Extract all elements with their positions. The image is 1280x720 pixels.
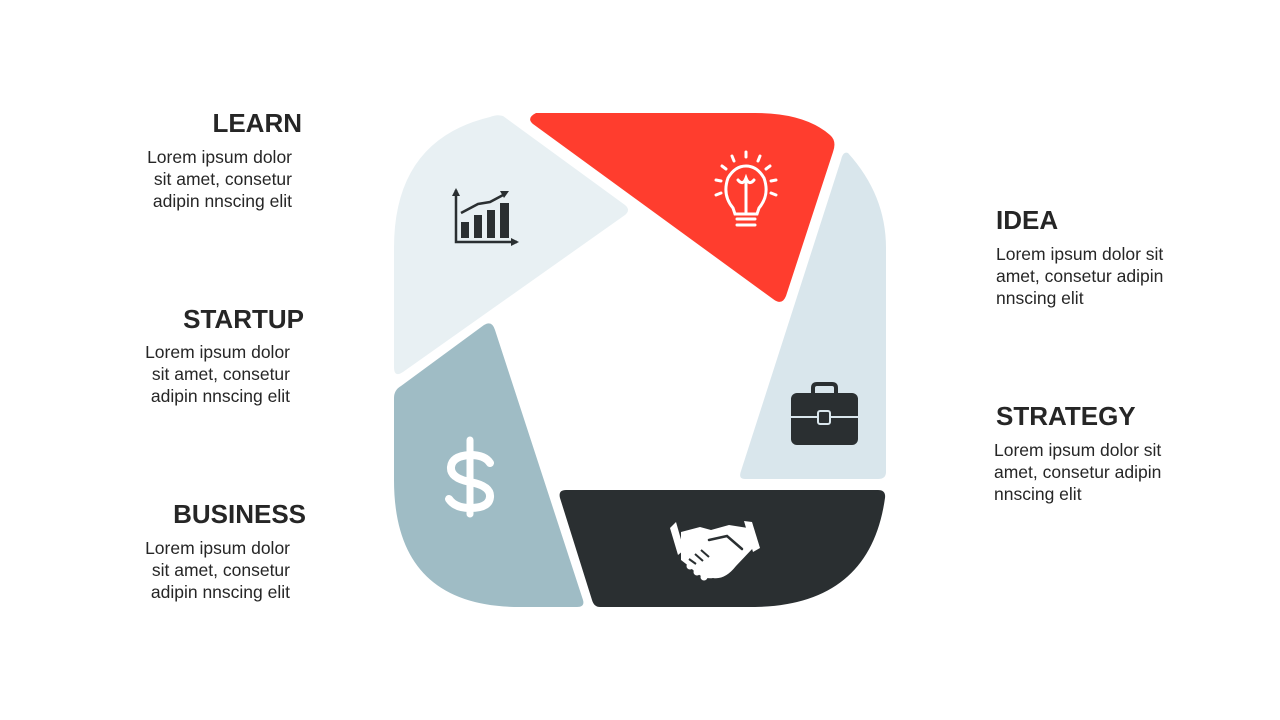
- business-title: BUSINESS: [173, 499, 306, 529]
- growth-chart-icon: [452, 188, 519, 246]
- idea-title: IDEA: [996, 205, 1059, 235]
- learn-title: LEARN: [212, 108, 302, 138]
- strategy-title: STRATEGY: [996, 401, 1136, 431]
- dollar-icon: [445, 436, 494, 518]
- strategy-description: Lorem ipsum dolor sit amet, consetur adi…: [994, 440, 1162, 504]
- briefcase-icon: [791, 382, 858, 445]
- business-description: Lorem ipsum dolor sit amet, consetur adi…: [145, 538, 290, 602]
- startup-title: STARTUP: [183, 304, 304, 334]
- startup-description: Lorem ipsum dolor sit amet, consetur adi…: [145, 342, 290, 406]
- learn-description: Lorem ipsum dolor sit amet, consetur adi…: [147, 147, 292, 211]
- lightbulb-icon: [714, 150, 778, 227]
- handshake-icon: [670, 521, 760, 581]
- idea-description: Lorem ipsum dolor sit amet, consetur adi…: [996, 244, 1164, 308]
